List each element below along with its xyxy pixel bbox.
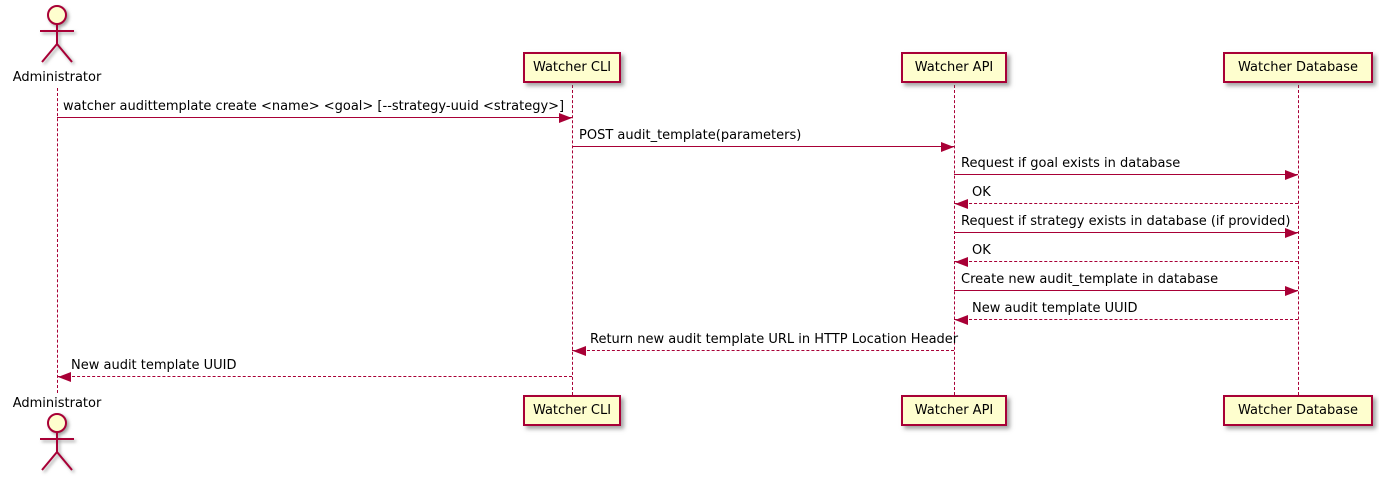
message-9-label: Return new audit template URL in HTTP Lo…	[590, 332, 959, 347]
message-8-line	[954, 319, 1298, 320]
message-2-line	[572, 146, 954, 147]
message-6-arrowhead	[955, 257, 968, 267]
participant-box-watcher-api-top: Watcher API	[901, 52, 1007, 83]
lifeline-watcher-api	[954, 85, 955, 395]
message-7-line	[954, 290, 1298, 291]
message-5-label: Request if strategy exists in database (…	[961, 214, 1291, 229]
message-9-line	[572, 350, 954, 351]
participant-box-watcher-api-bottom: Watcher API	[901, 395, 1007, 426]
message-6-label: OK	[972, 243, 991, 258]
message-7-arrowhead	[1285, 286, 1298, 296]
message-7-label: Create new audit_template in database	[961, 272, 1219, 287]
message-4-line	[954, 203, 1298, 204]
message-5-arrowhead	[1285, 228, 1298, 238]
message-10-arrowhead	[58, 372, 71, 382]
participant-box-watcher-cli-bottom: Watcher CLI	[523, 395, 621, 426]
actor-label-top: Administrator	[12, 70, 102, 85]
message-4-label: OK	[972, 185, 991, 200]
message-4-arrowhead	[955, 199, 968, 209]
message-10-line	[57, 376, 572, 377]
participant-box-watcher-database-bottom: Watcher Database	[1223, 395, 1373, 426]
participant-box-watcher-database-top: Watcher Database	[1223, 52, 1373, 83]
message-9-arrowhead	[573, 346, 586, 356]
message-10-label: New audit template UUID	[71, 358, 237, 373]
message-1-line	[57, 117, 572, 118]
participant-label-watcher-api: Watcher API	[914, 403, 994, 418]
message-8-arrowhead	[955, 315, 968, 325]
message-1-arrowhead	[559, 113, 572, 123]
actor-figure-top	[40, 5, 74, 63]
message-6-line	[954, 261, 1298, 262]
participant-label-watcher-cli: Watcher CLI	[532, 60, 612, 75]
message-3-arrowhead	[1285, 170, 1298, 180]
message-3-line	[954, 174, 1298, 175]
message-2-arrowhead	[941, 142, 954, 152]
actor-label-bottom: Administrator	[12, 396, 102, 411]
participant-label-watcher-api: Watcher API	[914, 60, 994, 75]
participant-box-watcher-cli-top: Watcher CLI	[523, 52, 621, 83]
participant-label-watcher-cli: Watcher CLI	[532, 403, 612, 418]
lifeline-watcher-database	[1298, 85, 1299, 395]
lifeline-watcher-cli	[572, 85, 573, 395]
message-8-label: New audit template UUID	[972, 301, 1138, 316]
actor-figure-bottom	[40, 413, 74, 471]
message-3-label: Request if goal exists in database	[961, 156, 1181, 171]
lifeline-administrator	[57, 88, 58, 393]
participant-label-watcher-database: Watcher Database	[1238, 403, 1358, 418]
message-5-line	[954, 232, 1298, 233]
message-2-label: POST audit_template(parameters)	[579, 128, 802, 143]
participant-label-watcher-database: Watcher Database	[1238, 60, 1358, 75]
message-1-label: watcher audittemplate create <name> <goa…	[63, 99, 565, 114]
